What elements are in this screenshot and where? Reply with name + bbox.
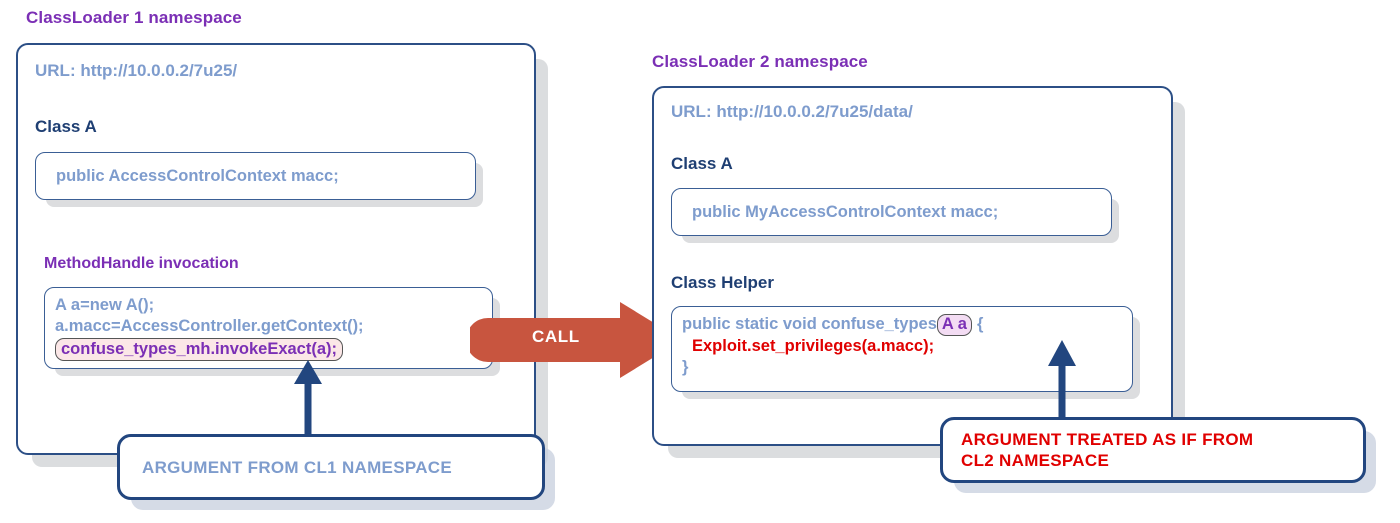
mh-code-line-1: A a=new A(); (55, 296, 155, 314)
class-helper-heading: Class Helper (671, 273, 774, 292)
argument-treated-as-cl2-connector-arrow (1048, 340, 1076, 426)
callout-argument-treated-as-cl2: ARGUMENT TREATED AS IF FROM CL2 NAMESPAC… (940, 417, 1366, 483)
classloader2-namespace-title: ClassLoader 2 namespace (652, 52, 868, 71)
classloader1-class-a-heading: Class A (35, 117, 97, 136)
classloader2-url: URL: http://10.0.0.2/7u25/data/ (671, 102, 913, 121)
callout-argument-from-cl1: ARGUMENT FROM CL1 NAMESPACE (117, 434, 545, 500)
mh-code-line-2: a.macc=AccessController.getContext(); (55, 317, 364, 335)
argument-from-cl1-connector-arrow (294, 360, 322, 440)
classloader2-class-a-codebox: public MyAccessControlContext macc; (671, 188, 1112, 236)
call-arrow-icon (470, 302, 682, 378)
methodhandle-invocation-heading: MethodHandle invocation (44, 255, 239, 272)
callout-right-line-2: CL2 NAMESPACE (961, 451, 1110, 470)
classloader1-namespace-title: ClassLoader 1 namespace (26, 8, 242, 27)
helper-signature-suffix: { (976, 315, 984, 333)
helper-signature-prefix: public static void confuse_types (682, 315, 937, 333)
callout-right-text: ARGUMENT TREATED AS IF FROM CL2 NAMESPAC… (943, 429, 1253, 471)
callout-left-text: ARGUMENT FROM CL1 NAMESPACE (142, 457, 453, 477)
helper-body-line: Exploit.set_privileges(a.macc); (692, 337, 935, 355)
classloader1-panel: URL: http://10.0.0.2/7u25/ Class A publi… (16, 43, 536, 455)
helper-close-brace: } (682, 358, 689, 376)
methodhandle-invocation-codebox: A a=new A(); a.macc=AccessController.get… (44, 287, 493, 369)
mh-code-line-highlight-wrap: confuse_types_mh.invokeExact(a); (55, 338, 482, 361)
helper-parameter-highlight: A a (936, 314, 972, 336)
classloader2-panel: URL: http://10.0.0.2/7u25/data/ Class A … (652, 86, 1173, 446)
callout-right-line-1: ARGUMENT TREATED AS IF FROM (961, 430, 1254, 449)
invoke-exact-highlight: confuse_types_mh.invokeExact(a); (55, 338, 344, 361)
classloader2-class-a-field: public MyAccessControlContext macc; (692, 202, 999, 221)
classloader1-class-a-field: public AccessControlContext macc; (56, 166, 339, 185)
classloader1-class-a-codebox: public AccessControlContext macc; (35, 152, 476, 200)
call-arrow-label: CALL (532, 327, 580, 346)
classloader1-url: URL: http://10.0.0.2/7u25/ (35, 61, 238, 80)
classloader2-class-a-heading: Class A (671, 154, 733, 173)
